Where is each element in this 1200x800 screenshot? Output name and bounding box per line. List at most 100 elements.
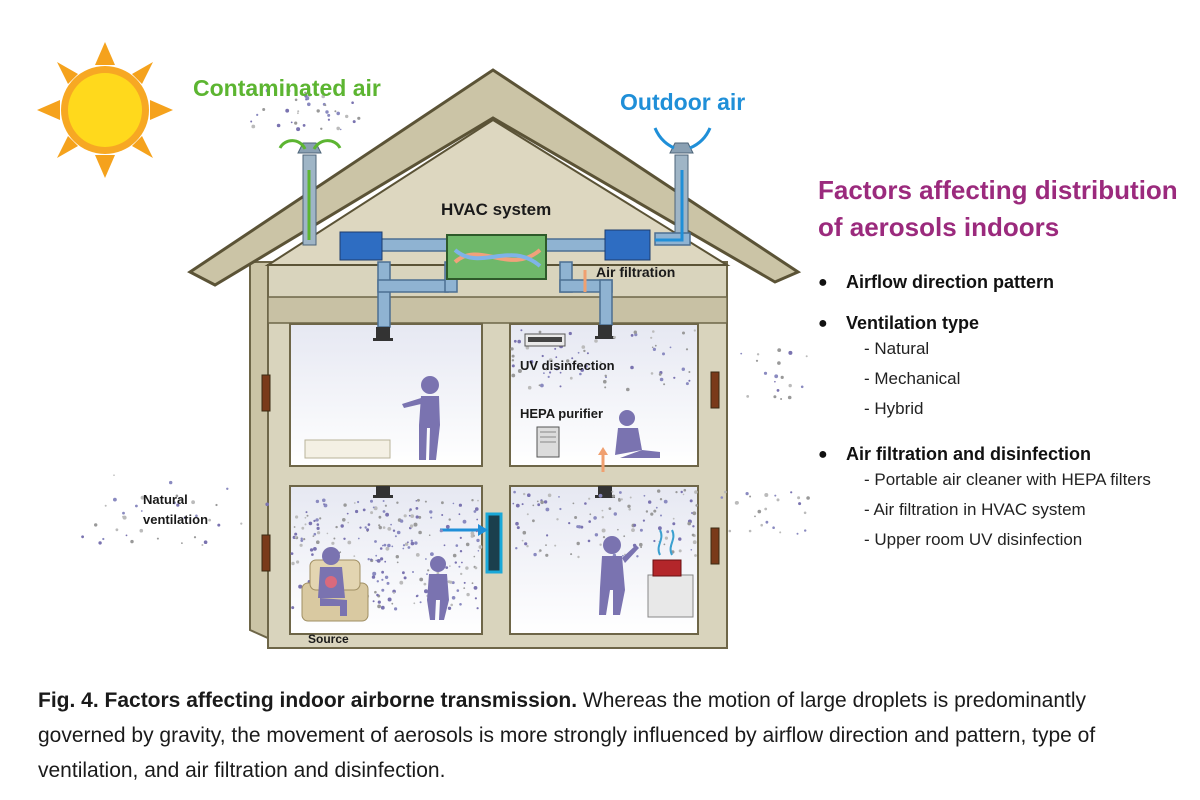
outdoor-air-label: Outdoor air — [620, 89, 745, 115]
aerosol-particle — [773, 395, 777, 399]
aerosol-particle — [458, 503, 462, 507]
aerosol-particle — [774, 374, 779, 379]
aerosol-particle — [633, 330, 637, 334]
aerosol-particle — [613, 512, 617, 516]
aerosol-particle — [135, 504, 138, 508]
aerosol-particle — [428, 534, 431, 536]
aerosol-particle — [593, 516, 597, 520]
aerosol-particle — [757, 509, 762, 514]
aerosol-particle — [324, 104, 327, 107]
aerosol-particle — [375, 554, 378, 557]
aerosol-particle — [574, 516, 578, 519]
aerosol-particle — [376, 559, 381, 563]
aerosol-particle — [458, 513, 461, 516]
aerosol-particle — [415, 507, 419, 510]
aerosol-particle — [410, 541, 415, 546]
aerosol-particle — [300, 539, 304, 542]
aerosol-particle — [297, 112, 299, 115]
aerosol-particle — [627, 504, 631, 508]
aerosol-particle — [301, 526, 305, 530]
aerosol-particle — [382, 526, 386, 529]
aerosol-particle — [429, 510, 433, 514]
aerosol-particle — [385, 546, 390, 551]
aerosol-particle — [611, 490, 614, 493]
aerosol-particle — [798, 502, 802, 506]
aerosol-particle — [399, 580, 404, 585]
aerosol-particle — [384, 504, 387, 507]
aerosol-particle — [256, 113, 259, 116]
aerosol-particle — [536, 500, 539, 503]
aerosol-particle — [639, 528, 643, 532]
caption-body: Whereas the motion of large droplets is … — [38, 689, 1096, 782]
aerosol-particle — [380, 605, 385, 610]
aerosol-particle — [780, 398, 783, 400]
aerosol-particle — [377, 604, 381, 609]
aerosol-particle — [776, 389, 780, 392]
window — [485, 512, 503, 574]
aerosol-particle — [515, 521, 519, 526]
air-filtration-label: Air filtration — [596, 264, 675, 280]
aerosol-particle — [125, 534, 128, 537]
natural-ventilation-label-line2: ventilation — [143, 512, 208, 527]
aerosol-particle — [294, 121, 298, 125]
aerosol-particle — [599, 361, 602, 363]
aerosol-particle — [140, 495, 145, 500]
aerosol-particle — [545, 507, 550, 512]
aerosol-particle — [663, 543, 666, 546]
aerosol-particle — [477, 550, 480, 552]
aerosol-particle — [410, 514, 415, 518]
aerosol-particle — [682, 493, 685, 496]
aerosol-particle — [475, 507, 479, 511]
aerosol-particle — [313, 547, 317, 551]
contaminated-air-arrows — [278, 139, 342, 240]
aerosol-particle — [372, 506, 375, 509]
aerosol-particle — [691, 533, 695, 537]
aerosol-particle — [692, 511, 697, 516]
aerosol-particle — [580, 368, 584, 372]
aerosol-particle — [559, 385, 562, 388]
aerosol-particle — [156, 537, 159, 540]
aerosol-particle — [418, 515, 422, 519]
aerosol-particle — [342, 518, 346, 522]
aerosol-particle — [543, 372, 545, 374]
aerosol-particle — [613, 335, 616, 339]
aerosol-particle — [517, 369, 522, 373]
aerosol-particle — [352, 120, 356, 124]
aerosol-particle — [326, 532, 329, 535]
aerosol-particle — [377, 600, 381, 604]
aerosol-particle — [391, 545, 394, 548]
aerosol-particle — [441, 514, 444, 516]
outdoor-air-arrows — [653, 127, 712, 242]
aerosol-particle — [173, 501, 176, 505]
aerosol-particle — [320, 127, 323, 130]
aerosol-particle — [522, 530, 527, 535]
aerosol-particle — [291, 606, 295, 610]
aerosol-particle — [735, 501, 739, 505]
factor-label: Ventilation type — [846, 313, 980, 333]
aerosol-particle — [378, 515, 382, 519]
aerosol-particle — [378, 525, 382, 530]
aerosol-particle — [537, 503, 541, 507]
aerosol-particle — [645, 510, 649, 513]
figure-caption: Fig. 4. Factors affecting indoor airborn… — [38, 683, 1178, 788]
aerosol-particle — [315, 518, 319, 522]
aerosol-particle — [723, 490, 727, 494]
aerosol-particle — [305, 98, 307, 101]
aerosol-particle — [568, 522, 571, 525]
uv-lamp — [524, 333, 566, 347]
aerosol-particle — [415, 515, 419, 519]
aerosol-particle — [403, 576, 407, 580]
aerosol-particle — [113, 474, 115, 477]
aerosol-house-diagram: Contaminated air Outdoor air HVAC system… — [37, 42, 810, 649]
aerosol-particle — [526, 513, 529, 516]
aerosol-particle — [381, 570, 384, 574]
aerosol-particle — [476, 607, 479, 610]
aerosol-particle — [195, 514, 198, 518]
factors-title-line2: of aerosols indoors — [818, 212, 1060, 242]
aerosol-particle — [538, 330, 542, 334]
aerosol-particle — [673, 376, 676, 379]
cooking-pot — [647, 529, 694, 618]
aerosol-particle — [630, 365, 634, 370]
person-icon — [402, 376, 440, 460]
aerosol-particle — [402, 547, 405, 550]
